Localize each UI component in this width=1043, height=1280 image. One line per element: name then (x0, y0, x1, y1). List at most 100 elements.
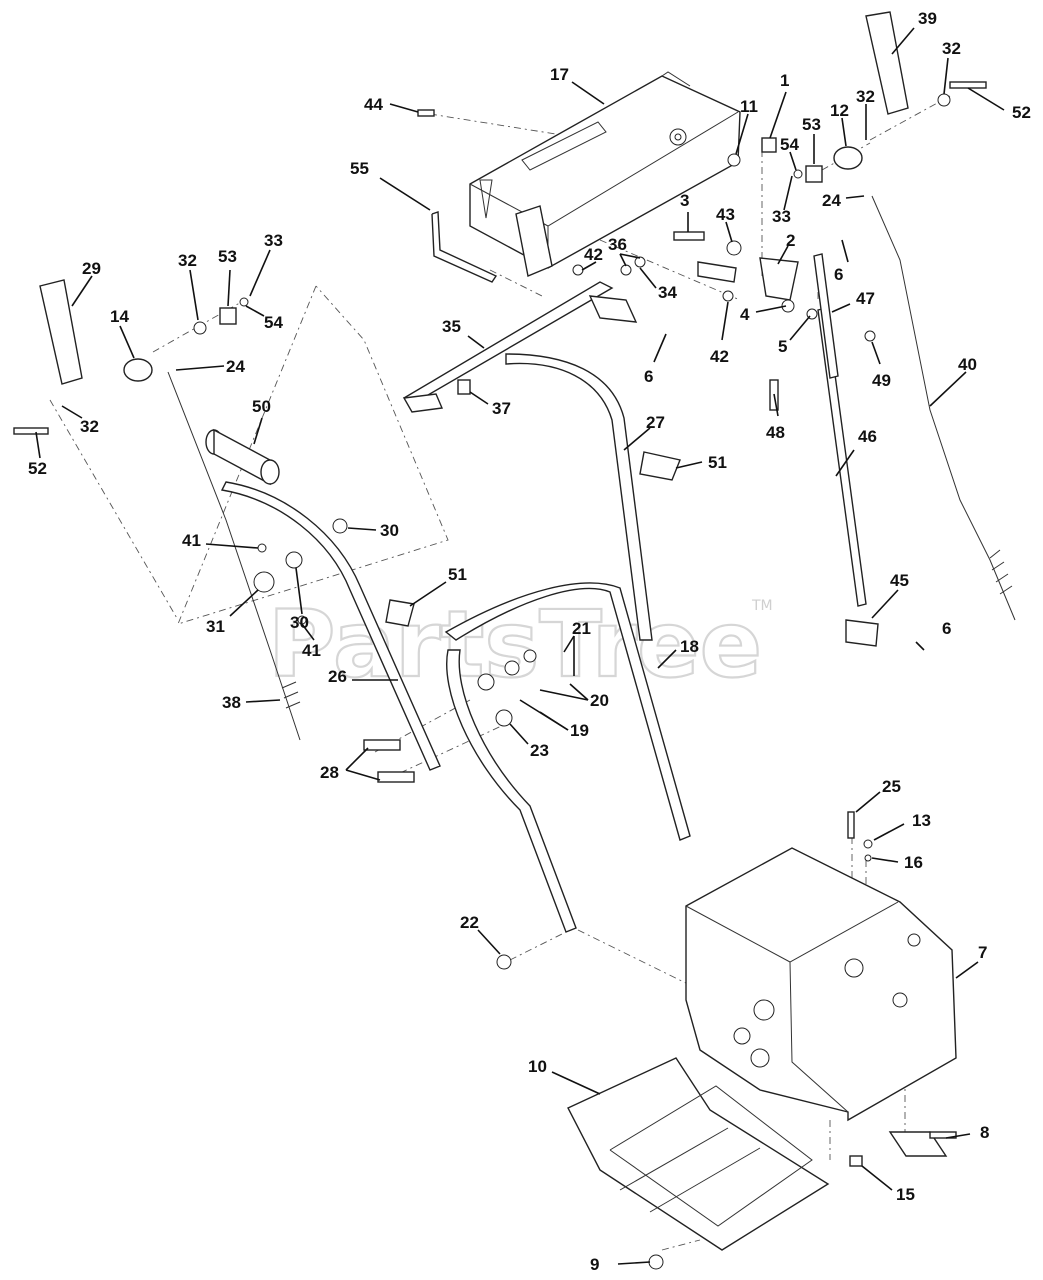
part-51-upper (639, 451, 681, 481)
leader-51a (675, 461, 703, 469)
part-labels: 1 2 3 4 5 6 6 6 7 8 9 10 11 12 13 14 15 … (28, 9, 1031, 1274)
label-55: 55 (350, 159, 369, 178)
hardware (13, 81, 987, 970)
part-28b (377, 771, 415, 783)
leader-36b (619, 253, 641, 259)
part-28a (363, 739, 401, 751)
tray-inner (609, 1085, 813, 1227)
part-25 (847, 811, 855, 839)
part-20 (504, 660, 520, 676)
part-9 (648, 1254, 664, 1270)
label-54a: 54 (264, 313, 283, 332)
leader-33a (249, 249, 271, 297)
part-51-lower (385, 599, 415, 627)
label-53b: 53 (802, 115, 821, 134)
leader-14 (119, 325, 135, 359)
label-29: 29 (82, 259, 101, 278)
leader-32a (189, 269, 199, 321)
leader-8 (945, 1133, 971, 1139)
leader-12 (841, 117, 847, 147)
console-tab (661, 71, 691, 87)
assembly-line-9 (661, 1239, 701, 1251)
frame-hole-a (753, 999, 775, 1021)
label-19: 19 (570, 721, 589, 740)
cable-40 (871, 195, 1016, 621)
label-32b: 32 (80, 417, 99, 436)
leader-4 (755, 305, 787, 313)
leader-32d (943, 57, 949, 95)
part-41a (257, 543, 267, 553)
assembly-outline-left (177, 285, 449, 625)
leader-54a (245, 305, 265, 317)
label-6b: 6 (834, 265, 843, 284)
part-15 (849, 1155, 863, 1167)
label-47: 47 (856, 289, 875, 308)
part-36b (634, 256, 646, 268)
label-42a: 42 (584, 245, 603, 264)
leader-46 (835, 449, 855, 477)
console-bracket (515, 205, 553, 277)
label-43: 43 (716, 205, 735, 224)
leader-43 (725, 221, 733, 243)
label-22: 22 (460, 913, 479, 932)
label-12: 12 (830, 101, 849, 120)
label-44: 44 (364, 95, 383, 114)
label-7: 7 (978, 943, 987, 962)
leader-30a (347, 527, 377, 531)
label-25: 25 (882, 777, 901, 796)
part-11 (727, 153, 741, 167)
leader-49 (871, 341, 881, 365)
assembly-line-55 (489, 269, 543, 297)
leader-18 (657, 649, 677, 669)
leader-45 (871, 589, 899, 619)
leader-5 (789, 315, 811, 341)
part-30b (332, 518, 348, 534)
part-31 (253, 571, 275, 593)
frame-hole-c (750, 1048, 770, 1068)
part-23 (495, 709, 513, 727)
part-37 (457, 379, 471, 395)
label-24a: 24 (226, 357, 245, 376)
label-53a: 53 (218, 247, 237, 266)
leader-39 (891, 27, 915, 55)
frame-front-edge (789, 961, 849, 1113)
leader-28a (345, 747, 369, 771)
label-15: 15 (896, 1185, 915, 1204)
leader-2 (777, 245, 789, 265)
label-17: 17 (550, 65, 569, 84)
leader-47 (831, 303, 851, 313)
rod-35 (403, 281, 614, 403)
assembly-line-52-left (49, 399, 179, 621)
leader-1 (769, 91, 787, 139)
leader-16 (871, 857, 899, 863)
cables (167, 195, 1016, 741)
leader-51b (409, 581, 447, 607)
leader-37 (469, 391, 489, 405)
part-45 (845, 619, 879, 647)
frame-hole-b (733, 1027, 751, 1045)
leader-22 (477, 929, 501, 955)
label-34: 34 (658, 283, 677, 302)
part-30a (285, 551, 303, 569)
assembly-line-22 (509, 929, 571, 961)
spring-40 (989, 549, 1013, 595)
label-33a: 33 (264, 231, 283, 250)
label-46: 46 (858, 427, 877, 446)
part-6-clip (588, 295, 638, 323)
leader-40 (929, 371, 967, 407)
leader-53a (227, 269, 231, 307)
label-13: 13 (912, 811, 931, 830)
label-32c: 32 (856, 87, 875, 106)
label-9: 9 (590, 1255, 599, 1274)
leader-29 (71, 275, 93, 307)
label-10: 10 (528, 1057, 547, 1076)
assembly-line-52-right (869, 95, 951, 141)
tray-rib-1 (619, 1127, 729, 1191)
label-41a: 41 (182, 531, 201, 550)
leader-24b (845, 195, 865, 199)
rod-35-end (402, 393, 444, 413)
leader-41a (205, 543, 259, 549)
label-35: 35 (442, 317, 461, 336)
part-49 (864, 330, 876, 342)
